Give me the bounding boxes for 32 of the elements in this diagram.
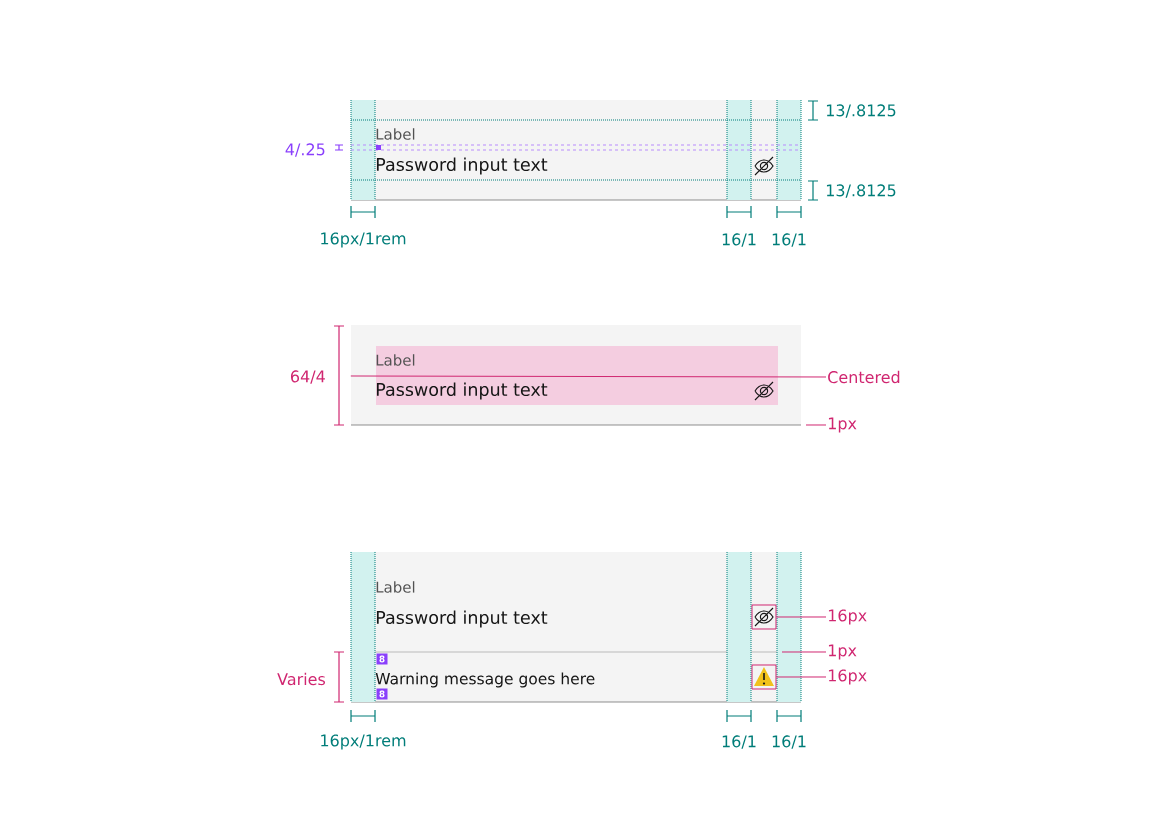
dimension-label: 16px/1rem [321, 734, 406, 750]
eye-off-icon [751, 604, 777, 630]
dimension-label: 13/.8125 [826, 184, 896, 198]
dimension-label: 13/.8125 [826, 104, 896, 118]
warning-icon [751, 664, 777, 690]
dimension-label: 16/1 [722, 233, 756, 247]
dimension-label: 16px/1rem [321, 232, 406, 248]
dimension-label: Varies [277, 672, 326, 686]
spacing-badge: 8 [376, 688, 388, 700]
leader-line [805, 424, 827, 426]
field-label: Label [376, 128, 415, 140]
leader-line [781, 651, 827, 653]
annotation-text: 16px [828, 669, 867, 685]
spacing-badge: 8 [376, 653, 388, 665]
dimension-label: 16/1 [722, 735, 756, 749]
input-text: Password input text [376, 610, 548, 628]
dimension-label: 16/1 [772, 735, 806, 749]
input-text: Password input text [376, 157, 548, 175]
dimension-label: 64/4 [291, 370, 325, 384]
field-label: Label [376, 581, 415, 593]
field-label: Label [376, 354, 415, 366]
annotation-text: 1px [828, 644, 857, 660]
annotation-text: Centered [828, 370, 900, 384]
annotation-text: 1px [828, 417, 857, 433]
leader-line [776, 616, 827, 618]
leader-line [350, 375, 827, 378]
annotation-text: 16px [828, 609, 867, 625]
dimension-label: 16/1 [772, 233, 806, 247]
warning-message: Warning message goes here [375, 672, 595, 688]
dimension-label: 4/.25 [285, 143, 325, 157]
leader-line [776, 676, 827, 678]
input-text: Password input text [376, 382, 548, 400]
